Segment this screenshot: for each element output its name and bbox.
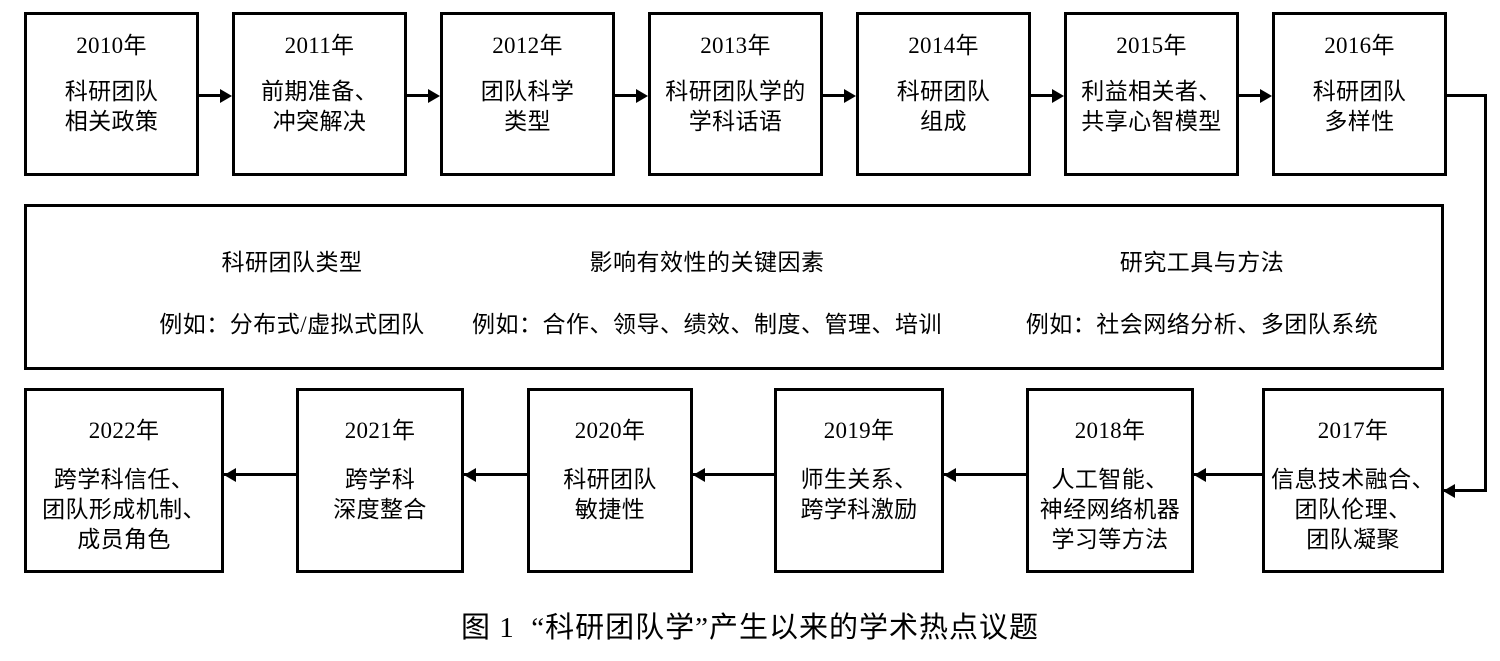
connector-2016-to-2017-head	[1443, 484, 1455, 498]
timeline-node-2019[interactable]: 2019年 师生关系、 跨学科激励	[774, 388, 944, 573]
timeline-node-2022[interactable]: 2022年 跨学科信任、 团队形成机制、 成员角色	[24, 388, 224, 573]
band-column-example: 例如：社会网络分析、多团队系统	[1025, 312, 1379, 337]
arrow-2014-to-2015-line	[1031, 94, 1052, 97]
arrow-2020-to-2021-head	[464, 468, 476, 482]
band-column-effectiveness-factors: 影响有效性的关键因素 例如：合作、领导、绩效、制度、管理、培训	[427, 243, 987, 339]
node-topic: 科研团队 组成	[896, 78, 991, 134]
timeline-node-2021[interactable]: 2021年 跨学科 深度整合	[296, 388, 464, 573]
node-year: 2013年	[700, 33, 771, 58]
node-topic: 利益相关者、 共享心智模型	[1081, 78, 1222, 134]
node-year: 2022年	[88, 418, 160, 443]
band-column-title: 研究工具与方法	[1119, 250, 1285, 275]
node-year: 2015年	[1116, 33, 1187, 58]
timeline-node-2018[interactable]: 2018年 人工智能、 神经网络机器 学习等方法	[1026, 388, 1194, 573]
timeline-node-2020[interactable]: 2020年 科研团队 敏捷性	[527, 388, 693, 573]
node-topic: 前期准备、 冲突解决	[261, 78, 378, 134]
arrow-2010-to-2011-head	[220, 89, 232, 103]
connector-2016-to-2017-right-segment	[1484, 94, 1487, 492]
node-topic: 科研团队学的 学科话语	[665, 78, 806, 134]
band-column-example: 例如：分布式/虚拟式团队	[159, 312, 425, 337]
arrow-2021-to-2022-head	[224, 468, 236, 482]
band-column-example: 例如：合作、领导、绩效、制度、管理、培训	[472, 312, 942, 337]
node-year: 2012年	[492, 33, 563, 58]
hot-topics-band: 科研团队类型 例如：分布式/虚拟式团队 影响有效性的关键因素 例如：合作、领导、…	[24, 204, 1444, 370]
arrow-2017-to-2018-line	[1194, 473, 1262, 476]
timeline-node-2010[interactable]: 2010年 科研团队 相关政策	[24, 12, 199, 176]
arrow-2018-to-2019-line	[944, 473, 1026, 476]
arrow-2019-to-2020-line	[693, 473, 774, 476]
node-year: 2019年	[823, 418, 895, 443]
node-topic: 团队科学 类型	[480, 78, 575, 134]
arrow-2015-to-2016-line	[1239, 94, 1260, 97]
node-year: 2011年	[284, 33, 355, 58]
timeline-node-2013[interactable]: 2013年 科研团队学的 学科话语	[648, 12, 823, 176]
arrow-2013-to-2014-line	[823, 94, 844, 97]
arrow-2020-to-2021-line	[464, 473, 527, 476]
timeline-node-2012[interactable]: 2012年 团队科学 类型	[440, 12, 615, 176]
timeline-node-2014[interactable]: 2014年 科研团队 组成	[856, 12, 1031, 176]
connector-2016-to-2017-top-segment	[1447, 94, 1487, 97]
arrow-2013-to-2014-head	[844, 89, 856, 103]
arrow-2012-to-2013-line	[615, 94, 636, 97]
arrow-2014-to-2015-head	[1052, 89, 1064, 103]
node-topic: 人工智能、 神经网络机器 学习等方法	[1039, 466, 1181, 552]
node-topic: 跨学科 深度整合	[333, 466, 427, 522]
band-column-title: 科研团队类型	[221, 250, 363, 275]
arrow-2011-to-2012-line	[407, 94, 428, 97]
timeline-node-2017[interactable]: 2017年 信息技术融合、 团队伦理、 团队凝聚	[1262, 388, 1444, 573]
arrow-2019-to-2020-head	[693, 468, 705, 482]
node-topic: 科研团队 多样性	[1312, 78, 1407, 134]
node-topic: 科研团队 相关政策	[64, 78, 159, 134]
node-year: 2021年	[344, 418, 416, 443]
node-year: 2017年	[1317, 418, 1389, 443]
arrow-2010-to-2011-line	[199, 94, 220, 97]
node-topic: 跨学科信任、 团队形成机制、 成员角色	[42, 466, 206, 552]
arrow-2011-to-2012-head	[428, 89, 440, 103]
node-topic: 科研团队 敏捷性	[563, 466, 657, 522]
node-year: 2016年	[1324, 33, 1395, 58]
timeline-node-2016[interactable]: 2016年 科研团队 多样性	[1272, 12, 1447, 176]
timeline-node-2011[interactable]: 2011年 前期准备、 冲突解决	[232, 12, 407, 176]
connector-2016-to-2017-bottom-segment	[1443, 489, 1487, 492]
node-year: 2020年	[574, 418, 646, 443]
band-column-team-types: 科研团队类型 例如：分布式/虚拟式团队	[127, 243, 457, 339]
figure-caption: 图 1 “科研团队学”产生以来的学术热点议题	[461, 612, 1039, 644]
band-column-tools-methods: 研究工具与方法 例如：社会网络分析、多团队系统	[967, 243, 1437, 339]
arrow-2015-to-2016-head	[1260, 89, 1272, 103]
node-year: 2010年	[76, 33, 147, 58]
timeline-node-2015[interactable]: 2015年 利益相关者、 共享心智模型	[1064, 12, 1239, 176]
node-year: 2018年	[1074, 418, 1146, 443]
node-topic: 师生关系、 跨学科激励	[800, 466, 918, 522]
node-year: 2014年	[908, 33, 979, 58]
arrow-2018-to-2019-head	[944, 468, 956, 482]
node-topic: 信息技术融合、 团队伦理、 团队凝聚	[1271, 466, 1435, 552]
band-column-title: 影响有效性的关键因素	[589, 250, 825, 275]
arrow-2017-to-2018-head	[1194, 468, 1206, 482]
arrow-2021-to-2022-line	[224, 473, 296, 476]
arrow-2012-to-2013-head	[636, 89, 648, 103]
